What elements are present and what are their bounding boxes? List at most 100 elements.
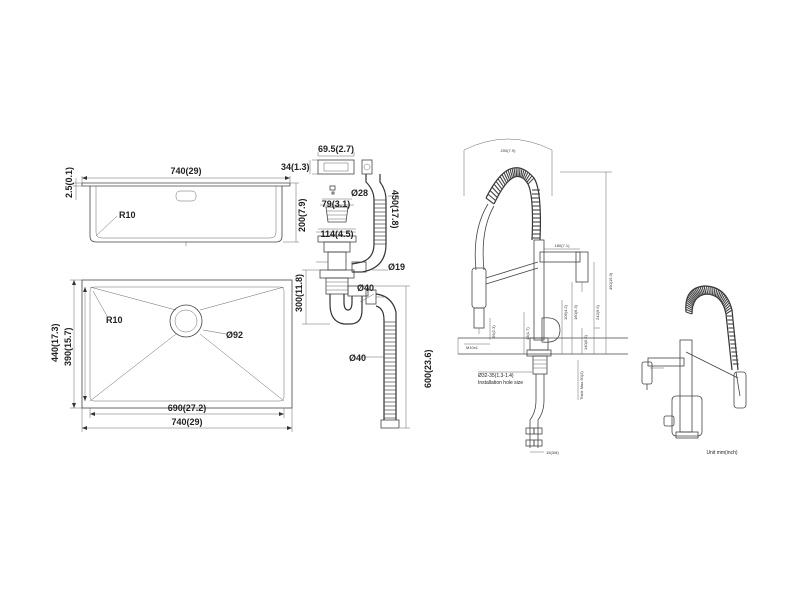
sink-side-section (73, 176, 299, 246)
faucet-side-view (457, 138, 628, 453)
total-height-label: 490(19.3) (608, 272, 613, 290)
coil-rib (495, 180, 503, 190)
coil-rib (515, 167, 518, 177)
coil-rib (685, 304, 693, 309)
trap-pipe-label: Ø40 (357, 283, 374, 293)
sink-rim-thickness-label: 2.5(0.1) (64, 167, 74, 198)
coil-rib (485, 197, 495, 205)
coil-rib (685, 311, 693, 315)
coil-rib (685, 308, 693, 313)
hole-label: Installation hole size (478, 380, 523, 386)
sink-inner-width-label: 690(27.2) (168, 403, 207, 413)
coil-rib (699, 286, 704, 295)
spout-reach-label: 180(7.1) (555, 243, 571, 248)
hose-offset-label: 15(3/8) (546, 450, 559, 455)
coil-rib (685, 301, 693, 308)
coil-rib (717, 290, 721, 299)
coil-rib (688, 294, 696, 302)
coil-rib (525, 173, 531, 182)
deck-height-label: 43(1.7) (525, 327, 530, 340)
coil-rib (509, 168, 514, 179)
coil-rib (503, 172, 509, 182)
sink-outer-length-label: 440(17.3) (50, 323, 60, 362)
coil-rib (723, 300, 729, 307)
overflow-height-label: 34(1.3) (281, 162, 310, 172)
coil-rib (497, 178, 505, 188)
coil-rib (713, 287, 716, 296)
coil-rib (520, 168, 523, 178)
sink-side-radius-label: R10 (119, 210, 136, 220)
coil-rib (701, 286, 706, 295)
coil-rib (694, 288, 700, 297)
coil-rib (513, 167, 516, 177)
coil-rib (708, 286, 710, 295)
coil-rib (689, 293, 696, 301)
base-height-label: 140(5.5) (583, 334, 588, 350)
coil-rib (527, 177, 535, 185)
coil-rib (714, 288, 718, 297)
handle-height-label: 160(6.3) (573, 304, 578, 320)
coil-rib (703, 285, 707, 295)
coil-rib (716, 289, 720, 298)
unit-label: Unit mm(inch) (706, 450, 737, 456)
coil-rib (521, 169, 525, 178)
spring-width-label: 200(7.9) (501, 148, 517, 153)
coil-rib (695, 287, 701, 296)
hose-pipe-label: Ø40 (349, 353, 366, 363)
faucet-front-view (641, 285, 747, 439)
trap-height-label: 300(11.8) (294, 274, 304, 312)
coil-rib (725, 306, 732, 313)
coil-rib (723, 302, 730, 309)
coil-rib (507, 169, 512, 180)
hole-size-label: Ø32-35(1.3-1.4) (478, 373, 514, 379)
sink-bottom-width-label: 740(29) (171, 417, 202, 427)
sink-plan-view (70, 279, 293, 432)
coil-rib (487, 193, 497, 202)
sink-drain-diameter-label: Ø92 (226, 330, 243, 340)
lever-offset-label: 106(4.2) (563, 304, 568, 320)
coil-rib (501, 174, 508, 184)
sink-inner-length-label: 390(15.7) (63, 327, 73, 366)
coil-rib (690, 291, 697, 300)
coil-rib (526, 175, 533, 183)
coil-rib (692, 289, 699, 298)
coil-rib (697, 287, 703, 296)
strainer-width-label: 79(3.1) (322, 199, 351, 209)
coil-rib (725, 309, 733, 315)
coil-rib (523, 171, 529, 180)
coil-rib (722, 298, 728, 305)
coil-rib (705, 285, 709, 295)
thread-size-label: M10x1 (466, 345, 479, 350)
coil-rib (691, 290, 698, 299)
coil-rib (719, 293, 724, 301)
coil-rib (687, 296, 695, 303)
coil-rib (493, 183, 501, 193)
sink-top-width-label: 740(29) (170, 166, 201, 176)
coil-rib (489, 190, 498, 198)
thick-label: Thick Max 50(2) (579, 371, 584, 400)
coil-rib (491, 186, 500, 195)
overflow-length-label: 450(17.8) (390, 190, 400, 229)
coil-rib (686, 299, 694, 306)
side-left-label: 59(2.3) (491, 325, 496, 338)
sink-plan-radius-label: R10 (106, 315, 123, 325)
coil-rib (511, 168, 515, 178)
outlet-small-label: Ø19 (388, 262, 405, 272)
coil-rib (721, 296, 727, 304)
coil-rib (686, 298, 694, 305)
coil-rib (522, 170, 527, 179)
hose-length-label: 600(23.6) (423, 349, 433, 388)
overflow-pipe-label: Ø28 (351, 188, 368, 198)
coil-rib (720, 294, 726, 302)
coil-rib (518, 168, 521, 177)
coil-rib (505, 170, 511, 181)
sink-depth-label: 200(7.9) (297, 198, 307, 232)
drain-assembly (302, 152, 410, 429)
overflow-width-label: 69.5(2.7) (318, 144, 354, 154)
spray-height-label: 242(9.5) (595, 304, 600, 320)
coil-rib (499, 176, 506, 186)
coil-rib (724, 304, 731, 311)
coil-rib (685, 306, 693, 311)
coil-rib (718, 291, 723, 300)
